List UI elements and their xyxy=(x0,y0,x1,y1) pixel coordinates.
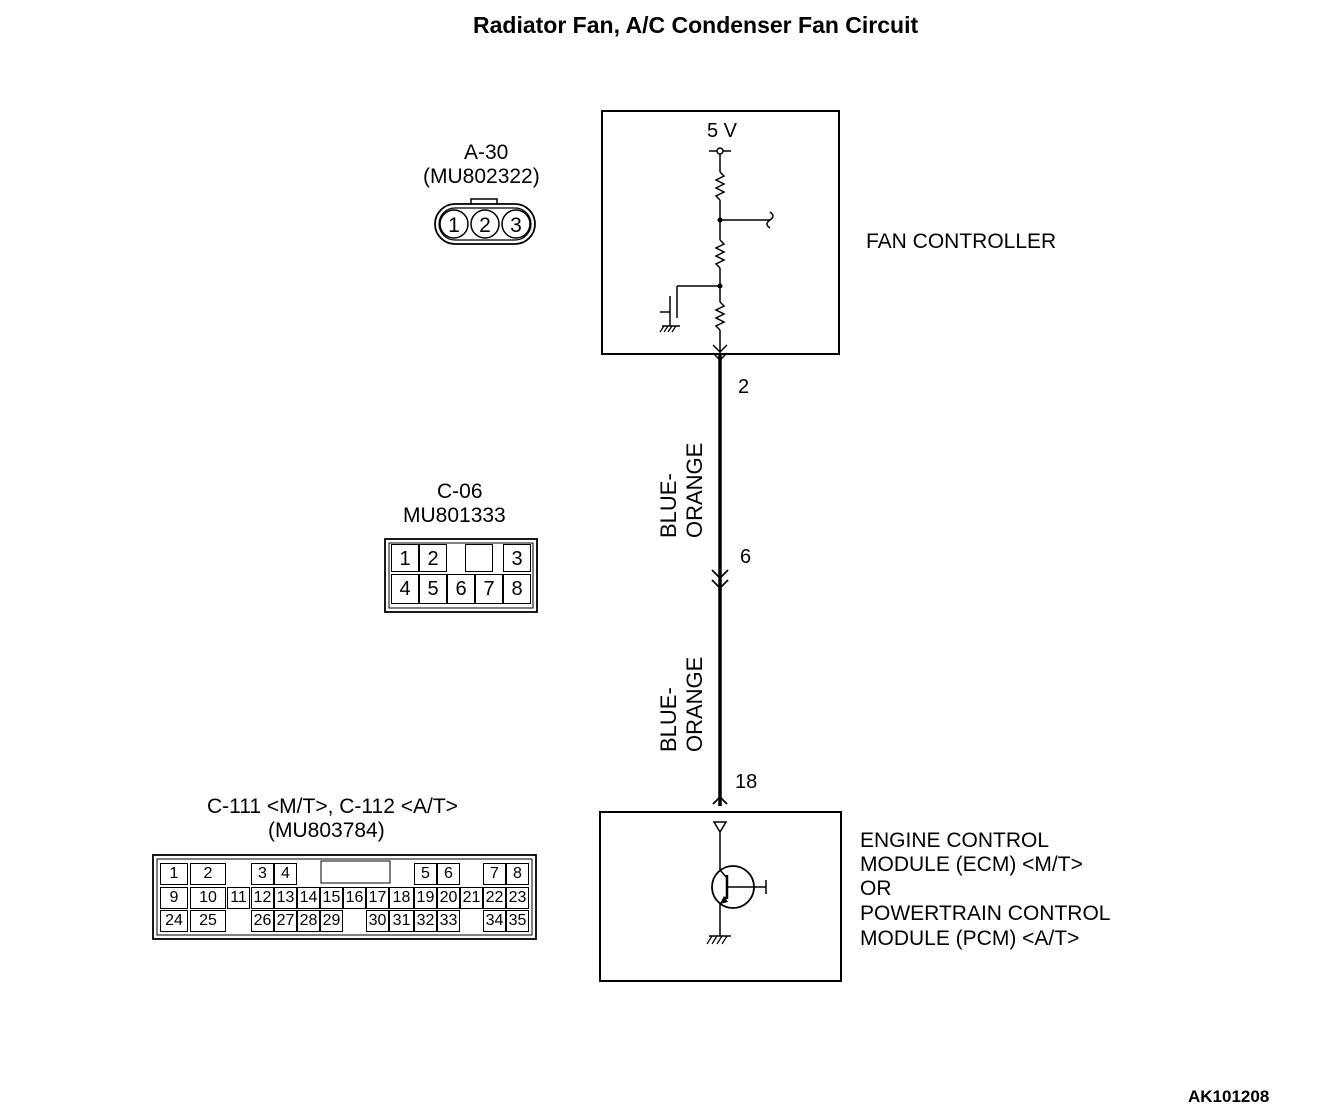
c111-pin-21: 21 xyxy=(460,887,483,909)
c111-pin-31: 31 xyxy=(389,910,414,932)
c111-pin-30: 30 xyxy=(366,910,389,932)
c111-name: C-111 <M/T>, C-112 <A/T> xyxy=(207,795,458,818)
c111-pin-29: 29 xyxy=(320,910,343,932)
c111-pin-3: 3 xyxy=(251,863,274,885)
c111-pin-14: 14 xyxy=(297,887,320,909)
c111-pin-2: 2 xyxy=(190,863,226,885)
c111-pin-27: 27 xyxy=(274,910,297,932)
a30-part-number: (MU802322) xyxy=(423,165,540,188)
c111-pin-33: 33 xyxy=(437,910,460,932)
c111-pin-17: 17 xyxy=(366,887,389,909)
pin-18-chevron xyxy=(712,795,728,805)
c06-pin-3: 3 xyxy=(503,544,531,572)
pin-2-label: 2 xyxy=(738,376,750,398)
c06-pin-6: 6 xyxy=(447,574,475,604)
wire-2-color-b: ORANGE xyxy=(682,657,707,752)
a30-pin-3: 3 xyxy=(510,214,522,237)
c111-pin-32: 32 xyxy=(414,910,437,932)
ecm-label-line-4: POWERTRAIN CONTROL xyxy=(860,902,1111,925)
c111-pin-16: 16 xyxy=(343,887,366,909)
diagram-title: Radiator Fan, A/C Condenser Fan Circuit xyxy=(473,12,919,38)
resistor-2 xyxy=(714,239,726,269)
c111-pin-13: 13 xyxy=(274,887,297,909)
c111-pin-28: 28 xyxy=(297,910,320,932)
a30-pin-2: 2 xyxy=(479,214,491,237)
ecm-box xyxy=(599,811,842,982)
resistor-3 xyxy=(714,301,726,331)
c111-pin-23: 23 xyxy=(506,887,529,909)
c06-pin-4: 4 xyxy=(391,574,419,604)
c111-pin-11: 11 xyxy=(227,887,250,909)
supply-terminal xyxy=(716,147,724,155)
c111-pin-25: 25 xyxy=(190,910,226,932)
c111-pin-26: 26 xyxy=(251,910,274,932)
c06-pin-1: 1 xyxy=(391,544,419,572)
c06-pin-7: 7 xyxy=(475,574,503,604)
input-diode-icon xyxy=(712,821,728,834)
c06-pin-8: 8 xyxy=(503,574,531,604)
supply-voltage-label: 5 V xyxy=(707,120,738,142)
c06-pin-2: 2 xyxy=(419,544,447,572)
c06-part-number: MU801333 xyxy=(403,504,506,527)
c111-pin-34: 34 xyxy=(483,910,506,932)
c111-connector-shape xyxy=(152,854,537,940)
c111-pin-4: 4 xyxy=(274,863,297,885)
c06-key-slot xyxy=(465,544,493,572)
fan-controller-label: FAN CONTROLLER xyxy=(866,230,1057,253)
c06-pin-5: 5 xyxy=(419,574,447,604)
c111-pin-12: 12 xyxy=(251,887,274,909)
ecm-label-line-1: ENGINE CONTROL xyxy=(860,829,1050,852)
c111-pin-5: 5 xyxy=(414,863,437,885)
pin-2-chevron xyxy=(712,344,728,354)
ecm-label-line-2: MODULE (ECM) <M/T> xyxy=(860,853,1083,876)
c111-pin-19: 19 xyxy=(414,887,437,909)
ecm-label-line-5: MODULE (PCM) <A/T> xyxy=(860,927,1080,950)
resistor-1 xyxy=(714,171,726,201)
c111-pin-1: 1 xyxy=(160,863,188,885)
c111-part-number: (MU803784) xyxy=(268,819,385,842)
wire-1-color-a: BLUE- xyxy=(656,473,681,538)
c111-pin-7: 7 xyxy=(483,863,506,885)
c111-pin-24: 24 xyxy=(160,910,188,932)
ecm-label-line-3: OR xyxy=(860,877,892,900)
c06-connector-shape xyxy=(384,538,538,613)
a30-pin-1: 1 xyxy=(448,214,460,237)
c111-pin-8: 8 xyxy=(506,863,529,885)
c111-pin-18: 18 xyxy=(389,887,414,909)
c111-pin-10: 10 xyxy=(190,887,226,909)
pin-18-label: 18 xyxy=(735,771,758,793)
c06-name: C-06 xyxy=(437,480,483,503)
image-code: AK101208 xyxy=(1188,1087,1270,1106)
c111-pin-22: 22 xyxy=(483,887,506,909)
c111-pin-35: 35 xyxy=(506,910,529,932)
c111-pin-9: 9 xyxy=(160,887,188,909)
c111-pin-15: 15 xyxy=(320,887,343,909)
signal-tap xyxy=(766,211,774,229)
pin-6-chevron xyxy=(711,569,729,580)
wire-2-color-a: BLUE- xyxy=(656,687,681,752)
pin-6-label: 6 xyxy=(740,546,752,568)
c111-pin-6: 6 xyxy=(437,863,460,885)
a30-name: A-30 xyxy=(464,141,509,164)
c111-pin-20: 20 xyxy=(437,887,460,909)
wire-1-color-b: ORANGE xyxy=(682,443,707,538)
